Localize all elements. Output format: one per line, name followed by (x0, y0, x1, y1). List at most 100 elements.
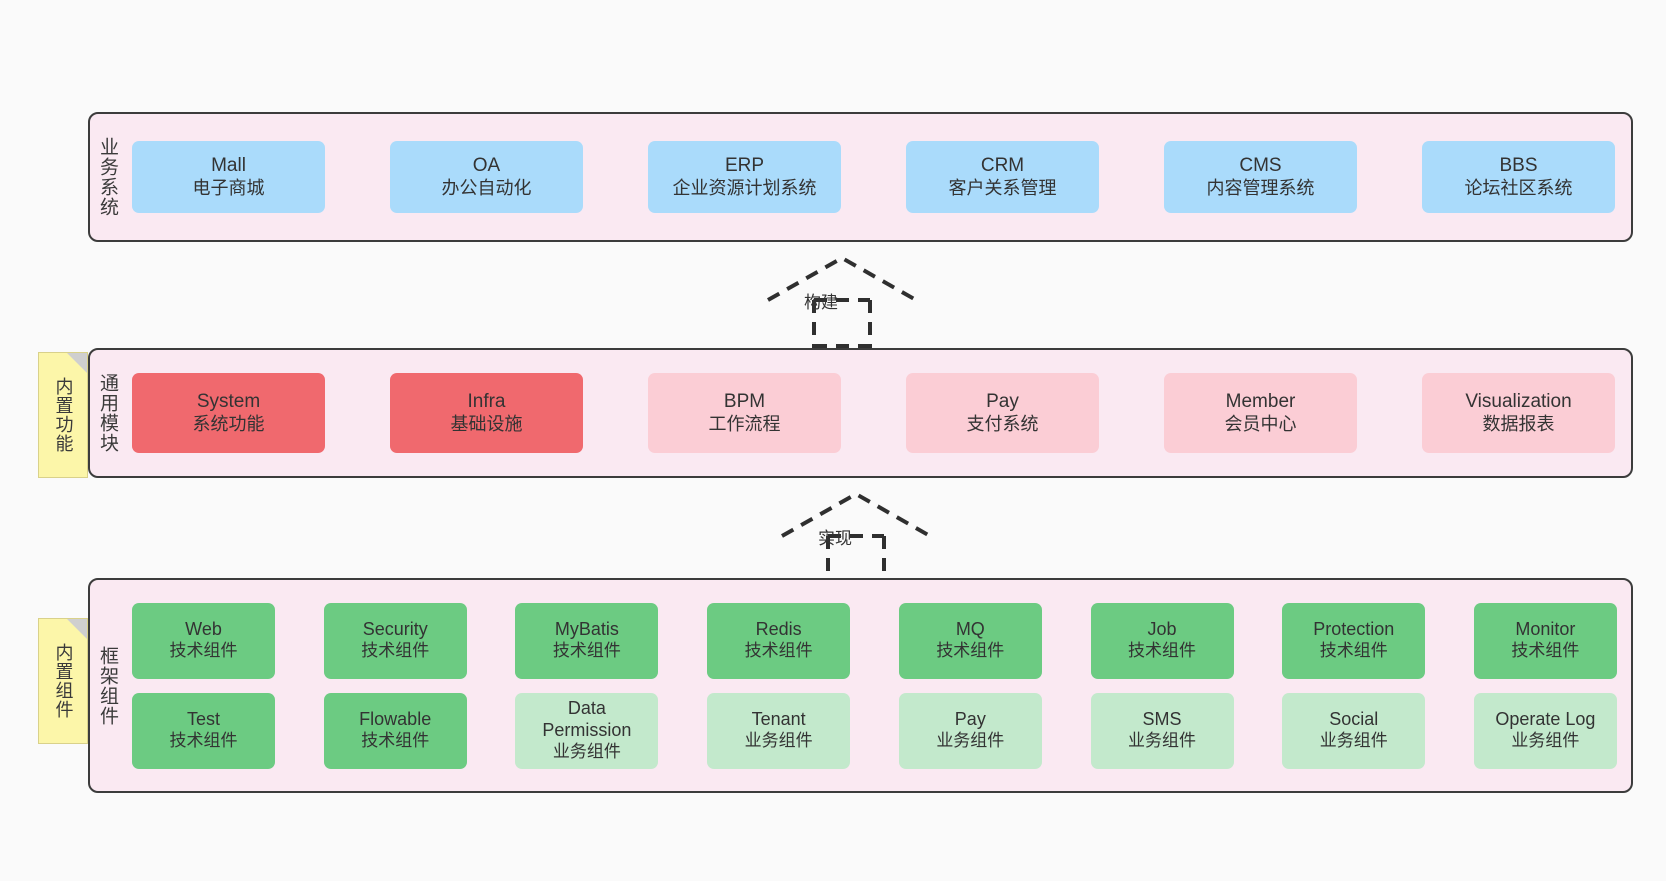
node-mall[interactable]: Mall 电子商城 (132, 141, 325, 213)
node-title: BBS (1499, 155, 1538, 177)
node-subtitle: 技术组件 (1128, 641, 1197, 661)
node-title: Security (362, 619, 428, 640)
node-title: Social (1329, 709, 1379, 730)
node-title: MyBatis (554, 619, 619, 640)
node-subtitle: 业务组件 (552, 742, 621, 762)
node-crm[interactable]: CRM 客户关系管理 (906, 141, 1099, 213)
note-label: 内置组件 (53, 643, 74, 719)
layer-framework-body: Web 技术组件 Security 技术组件 MyBatis 技术组件 Redi… (124, 580, 1631, 791)
node-subtitle: 工作流程 (708, 413, 781, 434)
node-sms[interactable]: SMS 业务组件 (1090, 692, 1234, 769)
node-title: ERP (724, 155, 765, 177)
node-title: CRM (980, 155, 1025, 177)
node-protection[interactable]: Protection 技术组件 (1282, 602, 1426, 679)
node-title: Visualization (1465, 391, 1572, 413)
layer-common-modules: 通用模块 System 系统功能 Infra 基础设施 BPM 工作流程 Pay… (88, 348, 1633, 478)
arrow-implement-label: 实现 (818, 529, 852, 548)
node-title: Test (186, 709, 220, 730)
modules-row: System 系统功能 Infra 基础设施 BPM 工作流程 Pay 支付系统… (132, 373, 1615, 453)
node-visualization[interactable]: Visualization 数据报表 (1422, 373, 1615, 453)
node-test[interactable]: Test 技术组件 (132, 692, 275, 769)
node-data-permission[interactable]: Data Permission 业务组件 (515, 692, 659, 769)
node-title: Pay (986, 391, 1019, 413)
node-cms[interactable]: CMS 内容管理系统 (1164, 141, 1357, 213)
node-subtitle: 技术组件 (1319, 641, 1388, 661)
node-title: Infra (467, 391, 506, 413)
node-subtitle: 业务组件 (744, 731, 813, 751)
node-bbs[interactable]: BBS 论坛社区系统 (1422, 141, 1615, 213)
node-subtitle: 办公自动化 (441, 177, 532, 198)
node-subtitle: 技术组件 (744, 641, 813, 661)
node-operate-log[interactable]: Operate Log 业务组件 (1473, 692, 1617, 769)
node-mybatis[interactable]: MyBatis 技术组件 (515, 602, 659, 679)
node-erp[interactable]: ERP 企业资源计划系统 (648, 141, 841, 213)
node-mq[interactable]: MQ 技术组件 (898, 602, 1042, 679)
node-subtitle: 支付系统 (966, 413, 1039, 434)
node-subtitle: 技术组件 (361, 641, 430, 661)
node-title: Tenant (751, 709, 806, 730)
node-member[interactable]: Member 会员中心 (1164, 373, 1357, 453)
node-oa[interactable]: OA 办公自动化 (390, 141, 583, 213)
node-subtitle: 系统功能 (192, 413, 265, 434)
node-subtitle: 数据报表 (1482, 413, 1555, 434)
node-system[interactable]: System 系统功能 (132, 373, 325, 453)
layer-modules-label: 通用模块 (97, 373, 119, 453)
node-title: System (196, 391, 261, 413)
node-web[interactable]: Web 技术组件 (132, 602, 275, 679)
node-security[interactable]: Security 技术组件 (323, 602, 467, 679)
node-flowable[interactable]: Flowable 技术组件 (323, 692, 467, 769)
arrow-build: 构建 (752, 252, 932, 348)
node-title: MQ (955, 619, 985, 640)
node-title: Redis (755, 619, 802, 640)
node-subtitle: 业务组件 (1511, 731, 1580, 751)
layer-business-label: 业务系统 (97, 137, 119, 217)
framework-row-2: Test 技术组件 Flowable 技术组件 Data Permission … (132, 692, 1617, 769)
arrow-build-icon (767, 255, 917, 348)
node-job[interactable]: Job 技术组件 (1090, 602, 1234, 679)
node-subtitle: 电子商城 (192, 177, 265, 198)
node-subtitle: 业务组件 (1319, 731, 1388, 751)
node-bpm[interactable]: BPM 工作流程 (648, 373, 841, 453)
node-infra[interactable]: Infra 基础设施 (390, 373, 583, 453)
node-subtitle: 技术组件 (169, 731, 238, 751)
node-subtitle: 业务组件 (1128, 731, 1197, 751)
layer-business-body: Mall 电子商城 OA 办公自动化 ERP 企业资源计划系统 CRM 客户关系… (124, 114, 1631, 240)
node-subtitle: 会员中心 (1224, 413, 1297, 434)
node-title: OA (472, 155, 501, 177)
node-pay-component[interactable]: Pay 业务组件 (898, 692, 1042, 769)
node-title: Member (1225, 391, 1296, 413)
node-monitor[interactable]: Monitor 技术组件 (1473, 602, 1617, 679)
node-subtitle: 技术组件 (1511, 641, 1580, 661)
node-title: Job (1147, 619, 1177, 640)
node-title: SMS (1142, 709, 1182, 730)
note-builtin-components: 内置组件 (38, 618, 88, 744)
node-subtitle: 内容管理系统 (1206, 177, 1315, 198)
node-tenant[interactable]: Tenant 业务组件 (707, 692, 851, 769)
node-title: Flowable (359, 709, 432, 730)
arrow-build-label: 构建 (804, 293, 838, 312)
node-subtitle: 技术组件 (169, 641, 238, 661)
note-fold-icon (67, 619, 87, 639)
node-subtitle: 技术组件 (361, 731, 430, 751)
node-title: Protection (1313, 619, 1395, 640)
node-title: Operate Log (1495, 709, 1596, 730)
node-title: Web (185, 619, 222, 640)
node-redis[interactable]: Redis 技术组件 (707, 602, 851, 679)
node-title: Data Permission (542, 698, 632, 741)
note-builtin-functions: 内置功能 (38, 352, 88, 478)
note-label: 内置功能 (53, 377, 74, 453)
layer-business-systems: 业务系统 Mall 电子商城 OA 办公自动化 ERP 企业资源计划系统 CRM… (88, 112, 1633, 242)
node-subtitle: 企业资源计划系统 (672, 177, 817, 198)
node-title: Monitor (1515, 619, 1576, 640)
layer-framework-components: 框架组件 Web 技术组件 Security 技术组件 MyBatis 技术组件… (88, 578, 1633, 793)
node-title: Mall (211, 155, 246, 177)
layer-framework-label: 框架组件 (97, 645, 119, 726)
node-social[interactable]: Social 业务组件 (1282, 692, 1426, 769)
node-pay[interactable]: Pay 支付系统 (906, 373, 1099, 453)
framework-row-1: Web 技术组件 Security 技术组件 MyBatis 技术组件 Redi… (132, 602, 1617, 679)
layer-modules-body: System 系统功能 Infra 基础设施 BPM 工作流程 Pay 支付系统… (124, 350, 1631, 476)
business-row: Mall 电子商城 OA 办公自动化 ERP 企业资源计划系统 CRM 客户关系… (132, 141, 1615, 213)
arrow-implement-icon (781, 491, 931, 584)
node-subtitle: 业务组件 (936, 731, 1005, 751)
node-title: CMS (1239, 155, 1282, 177)
